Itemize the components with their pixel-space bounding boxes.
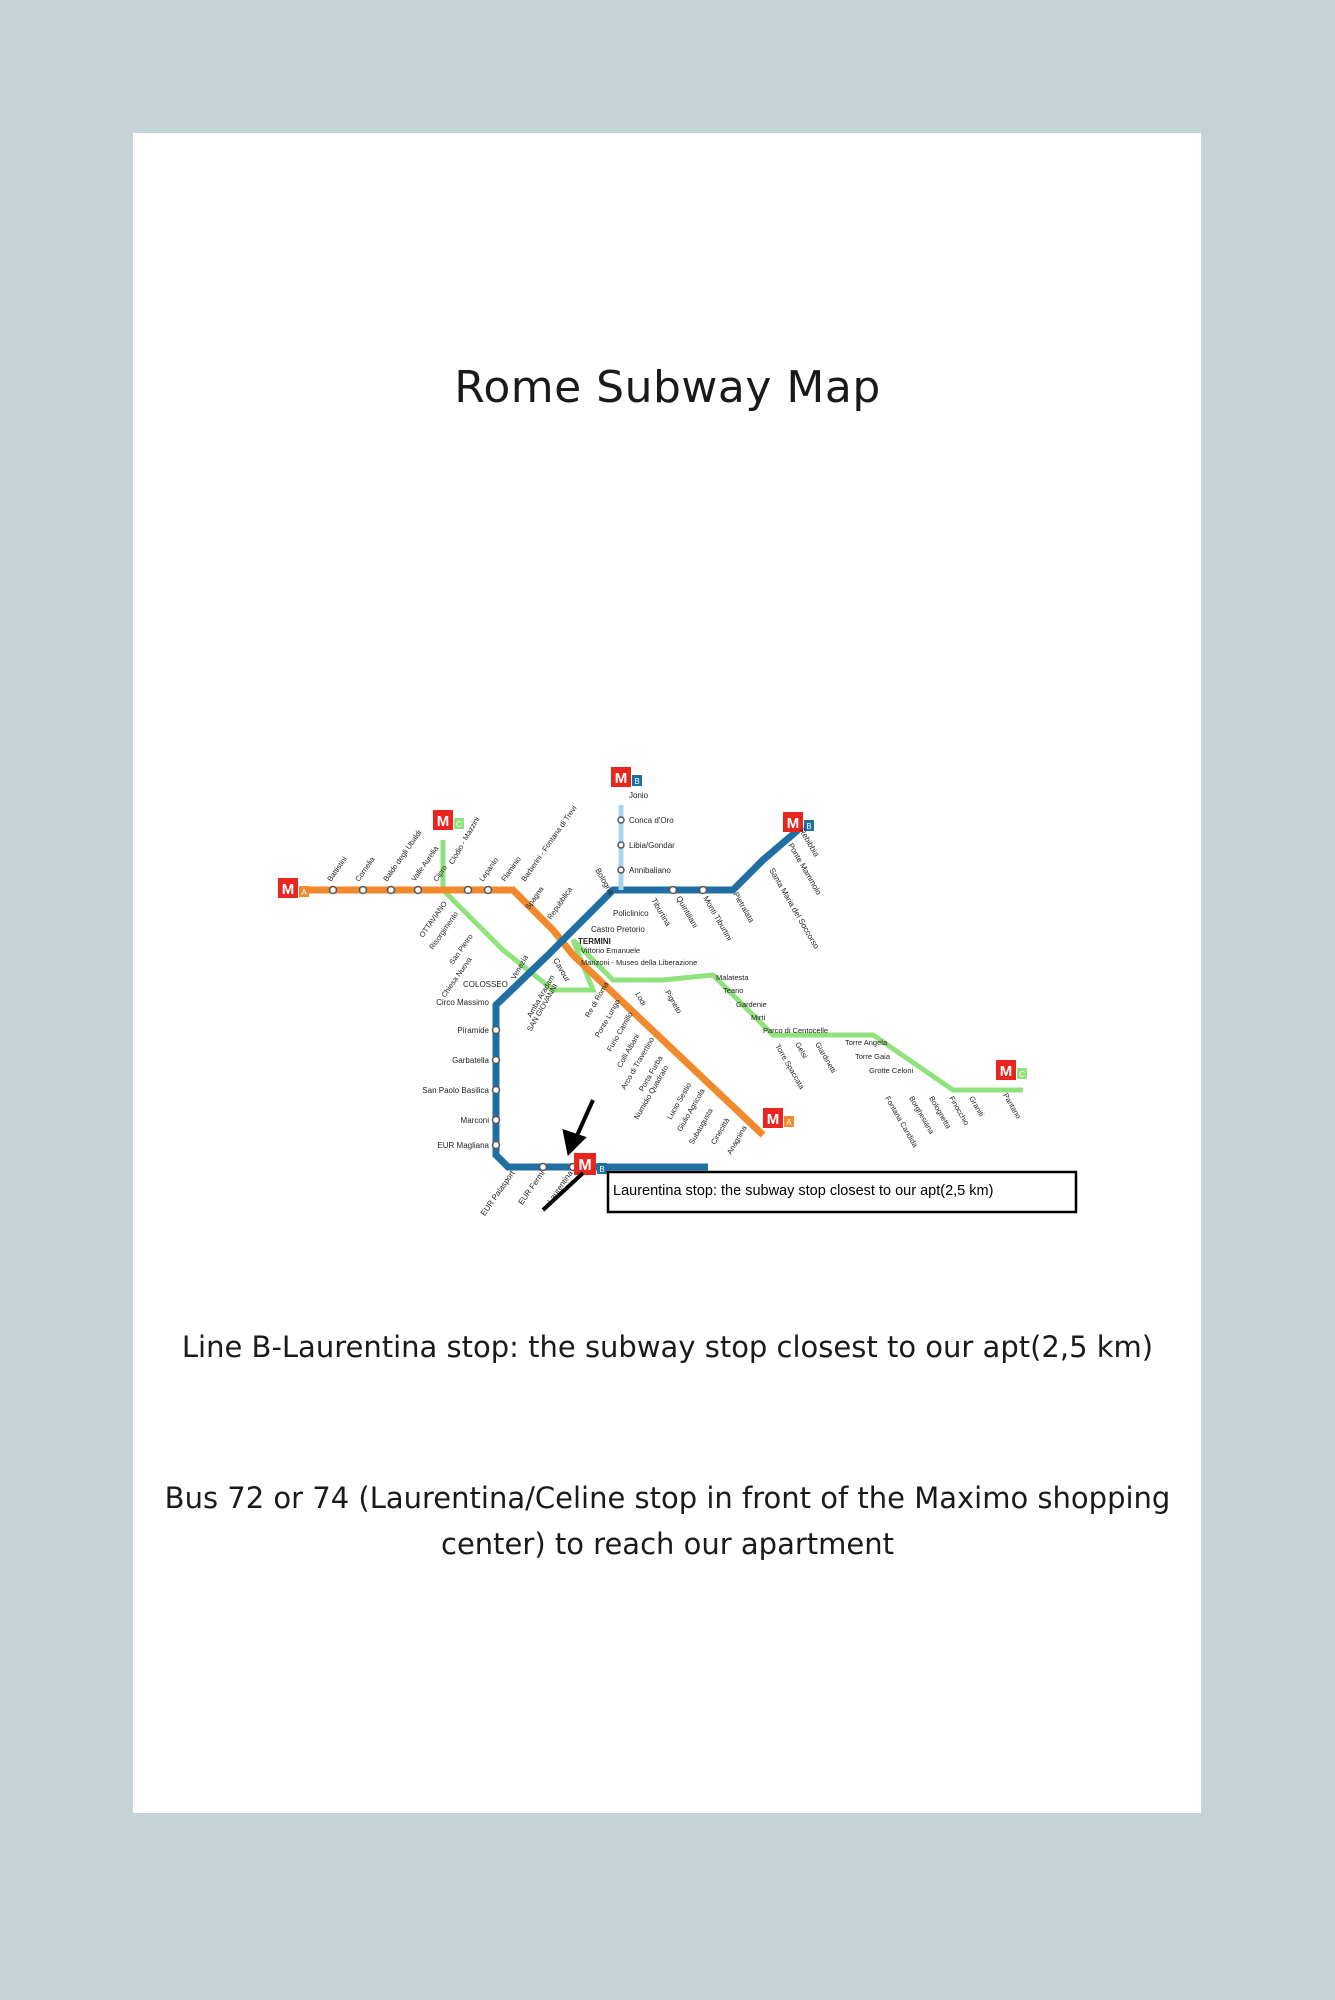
- station-label: Bologna: [593, 867, 616, 897]
- line-letter: A: [301, 888, 307, 897]
- callout-box: Laurentina stop: the subway stop closest…: [606, 1170, 1078, 1214]
- station-label: Quintiliani: [674, 895, 699, 930]
- terminal-logo-a-west: M A: [278, 878, 309, 898]
- station-label: Graniti: [967, 1095, 986, 1119]
- station-label: EUR Palasport: [479, 1168, 517, 1217]
- station-dot: [617, 816, 625, 824]
- terminal-logo-b-laurentina: M B: [574, 1153, 607, 1175]
- station-label: Barberini - Fontana di Trevi: [519, 804, 578, 884]
- subway-map-svg: M A M C M B M B M C: [278, 767, 1078, 1217]
- line-letter: C: [1019, 1070, 1025, 1079]
- station-label: Mirti: [751, 1013, 765, 1022]
- callout-text: Laurentina stop: the subway stop closest…: [613, 1183, 993, 1199]
- station-label: COLOSSEO: [463, 980, 508, 989]
- station-dot: [491, 1055, 501, 1065]
- content-card: [133, 133, 1201, 1813]
- station-label: TERMINI: [578, 937, 611, 946]
- station-label: Pigneto: [663, 989, 684, 1016]
- station-label: Battistini: [325, 854, 349, 883]
- station-label: Monti Tiburtini: [701, 895, 734, 943]
- station-label: EUR Magliana: [437, 1141, 489, 1150]
- terminal-logo-a-east: M A: [763, 1108, 794, 1128]
- station-label: Malatesta: [716, 973, 749, 982]
- caption-line-b: Line B-Laurentina stop: the subway stop …: [181, 1330, 1154, 1364]
- station-dot: [617, 866, 625, 874]
- station-label: Manzoni - Museo della Liberazione: [581, 958, 697, 967]
- station-dot: [328, 885, 338, 895]
- station-label: Gelsi: [793, 1041, 810, 1061]
- station-dot: [386, 885, 396, 895]
- station-label: Libia/Gondar: [629, 841, 675, 850]
- line-letter: B: [634, 777, 639, 786]
- station-label: San Paolo Basilica: [422, 1086, 489, 1095]
- station-label: Repubblica: [545, 885, 574, 922]
- station-label: Tiburtina: [649, 897, 672, 929]
- station-label: Giardinetti: [813, 1041, 838, 1075]
- station-label: Cornelia: [353, 854, 377, 883]
- station-label: Cinecittà: [709, 1116, 732, 1146]
- station-dot: [698, 885, 708, 895]
- line-letter: B: [806, 822, 811, 831]
- line-letter: B: [599, 1165, 604, 1174]
- metro-logo-text: M: [437, 813, 450, 830]
- station-label: Gardenie: [736, 1000, 767, 1009]
- station-label: Policlinico: [613, 909, 649, 918]
- station-label: Castro Pretorio: [591, 925, 645, 934]
- terminal-logo-c-east: M C: [996, 1060, 1027, 1080]
- metro-logo-text: M: [767, 1111, 780, 1128]
- page-title: Rome Subway Map: [454, 362, 881, 413]
- metro-logo-text: M: [578, 1157, 591, 1174]
- station-label: Vittorio Emanuele: [581, 946, 640, 955]
- subway-map: M A M C M B M B M C: [133, 620, 1201, 1240]
- station-label: Garbatella: [452, 1056, 489, 1065]
- station-dot: [491, 1115, 501, 1125]
- station-dot: [538, 1162, 548, 1172]
- station-label: Anagnina: [725, 1123, 749, 1156]
- station-dot: [463, 885, 473, 895]
- station-label: EUR Fermi: [517, 1169, 547, 1207]
- station-dot: [358, 885, 368, 895]
- station-label: Torre Angela: [845, 1038, 888, 1047]
- terminal-logo-c-west: M C: [433, 810, 464, 830]
- line-a: [308, 886, 766, 1138]
- station-label: Annibaliano: [629, 866, 671, 875]
- station-label: Pietralata: [731, 891, 756, 925]
- station-label: Piramide: [457, 1026, 489, 1035]
- terminal-logo-b-east: M B: [783, 812, 814, 832]
- line-letter: A: [786, 1118, 792, 1127]
- station-label: Lepanto: [477, 856, 500, 883]
- arrow-icon: [541, 1099, 595, 1212]
- line-b1-labels: Jonio Conca d'Oro Libia/Gondar Annibalia…: [629, 791, 675, 875]
- station-dot: [491, 1025, 501, 1035]
- station-label: Grotte Celoni: [869, 1066, 914, 1075]
- station-label: Teano: [723, 986, 743, 995]
- line-letter: C: [456, 820, 462, 829]
- station-dot: [491, 1140, 501, 1150]
- caption-bus: Bus 72 or 74 (Laurentina/Celine stop in …: [164, 1481, 1171, 1561]
- line-c: [440, 840, 1023, 1093]
- metro-logo-text: M: [615, 770, 628, 787]
- station-label: Jonio: [629, 791, 649, 800]
- station-label: Circo Massimo: [436, 998, 489, 1007]
- station-dot: [617, 841, 625, 849]
- station-dot: [483, 885, 493, 895]
- station-label: Marconi: [461, 1116, 490, 1125]
- station-dot: [491, 1085, 501, 1095]
- line-b: [492, 827, 801, 1171]
- terminal-logo-b1-north: M B: [611, 767, 642, 787]
- station-dot: [668, 885, 678, 895]
- station-label: Pantano: [1001, 1092, 1023, 1121]
- station-dot: [413, 885, 423, 895]
- terminal-logos: M A M C M B M B M C: [278, 767, 1027, 1175]
- station-label: Conca d'Oro: [629, 816, 674, 825]
- station-label: Lodi: [633, 991, 648, 1008]
- metro-logo-text: M: [787, 815, 800, 832]
- station-label: Torre Gaia: [855, 1052, 891, 1061]
- station-label: Cipro: [431, 863, 449, 883]
- station-label: Parco di Centocelle: [763, 1026, 828, 1035]
- metro-logo-text: M: [1000, 1063, 1013, 1080]
- metro-logo-text: M: [282, 881, 295, 898]
